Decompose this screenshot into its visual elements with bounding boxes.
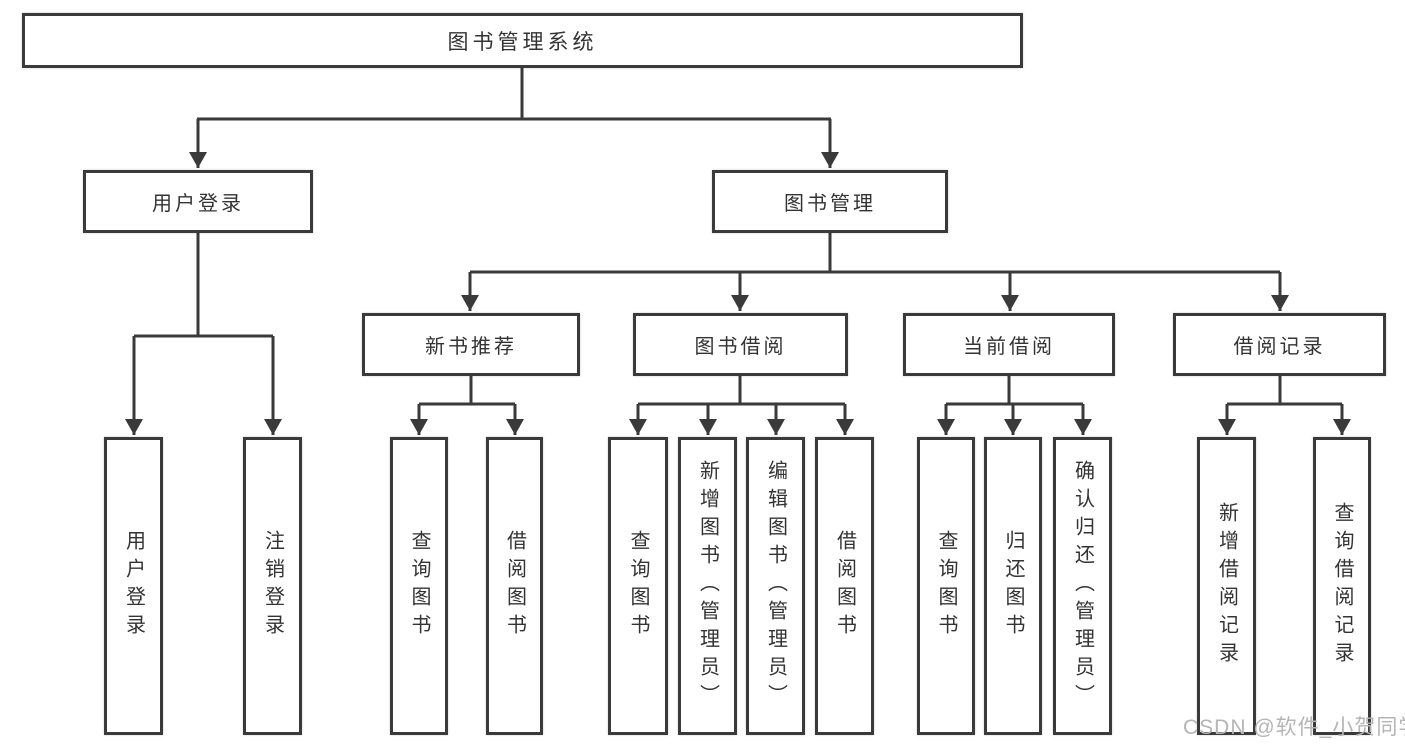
node-current-borrow: 当前借阅 xyxy=(903,313,1115,376)
node-bb-borrow-books-label: 借阅图书 xyxy=(833,530,856,642)
node-library-system: 图书管理系统 xyxy=(22,13,1023,68)
node-bb-query-books-label: 查询图书 xyxy=(627,530,649,642)
node-library-system-label: 图书管理系统 xyxy=(447,30,598,54)
node-bb-borrow-books: 借阅图书 xyxy=(815,437,874,735)
node-cb-return-books-label: 归还图书 xyxy=(1002,530,1024,642)
node-rec-query-books: 查询图书 xyxy=(390,437,448,735)
node-br-query-record-label: 查询借阅记录 xyxy=(1331,502,1353,670)
node-bb-query-books: 查询图书 xyxy=(608,437,668,735)
watermark-csdn: CSDN @软件_小贺同学 xyxy=(1183,716,1405,739)
node-logout-label: 注销登录 xyxy=(261,530,284,642)
node-bb-add-books-admin: 新增图书（管理员） xyxy=(678,437,737,735)
node-user-login-label: 用户登录 xyxy=(122,530,145,642)
node-book-management: 图书管理 xyxy=(712,170,948,233)
node-user-login-group: 用户登录 xyxy=(83,170,313,233)
node-cb-confirm-return-admin-label: 确认归还（管理员） xyxy=(1071,460,1094,712)
node-book-management-label: 图书管理 xyxy=(784,193,876,215)
node-rec-borrow-books-label: 借阅图书 xyxy=(503,530,526,642)
node-bb-add-books-admin-label: 新增图书（管理员） xyxy=(696,460,719,712)
node-br-query-record: 查询借阅记录 xyxy=(1313,437,1371,735)
node-rec-borrow-books: 借阅图书 xyxy=(486,437,543,735)
node-borrow-records: 借阅记录 xyxy=(1173,313,1386,376)
node-user-login-group-label: 用户登录 xyxy=(152,193,244,215)
node-logout: 注销登录 xyxy=(243,437,302,735)
node-current-borrow-label: 当前借阅 xyxy=(963,336,1055,358)
node-new-book-recommend-label: 新书推荐 xyxy=(425,336,517,358)
node-cb-return-books: 归还图书 xyxy=(984,437,1042,735)
node-borrow-records-label: 借阅记录 xyxy=(1233,336,1326,358)
node-rec-query-books-label: 查询图书 xyxy=(408,530,430,642)
node-cb-query-books: 查询图书 xyxy=(917,437,975,735)
node-new-book-recommend: 新书推荐 xyxy=(362,313,580,376)
node-br-add-record-label: 新增借阅记录 xyxy=(1215,502,1238,670)
node-br-add-record: 新增借阅记录 xyxy=(1197,437,1256,735)
node-cb-query-books-label: 查询图书 xyxy=(935,530,957,642)
node-book-borrow: 图书借阅 xyxy=(633,313,848,376)
node-book-borrow-label: 图书借阅 xyxy=(694,336,787,358)
node-user-login: 用户登录 xyxy=(104,437,163,735)
node-bb-edit-books-admin: 编辑图书（管理员） xyxy=(746,437,805,735)
node-bb-edit-books-admin-label: 编辑图书（管理员） xyxy=(764,460,787,712)
node-cb-confirm-return-admin: 确认归还（管理员） xyxy=(1053,437,1112,735)
